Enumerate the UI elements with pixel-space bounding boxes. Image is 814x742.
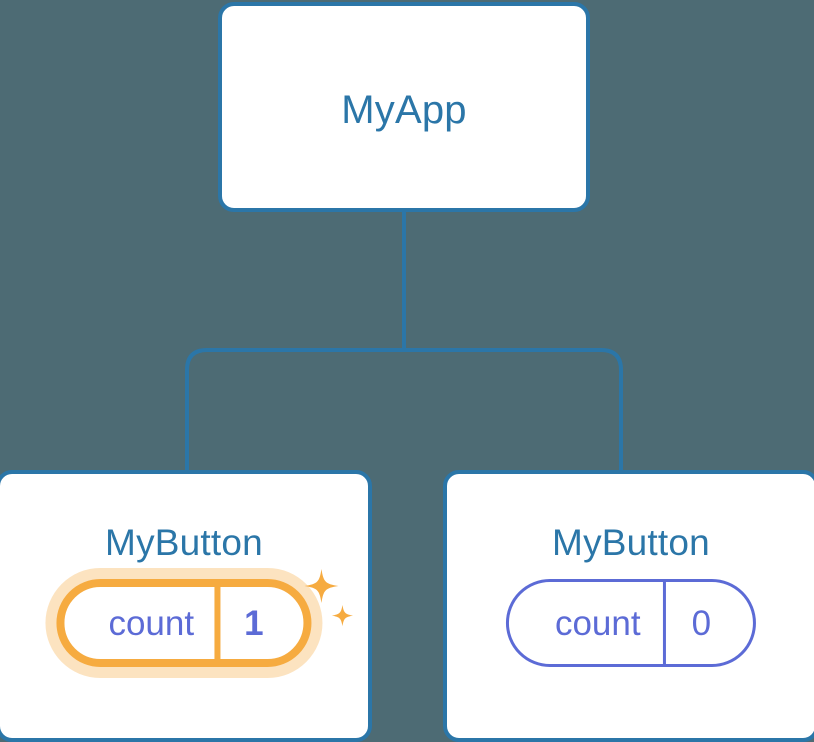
state-pill-left[interactable]: count 1 xyxy=(56,569,354,667)
node-card-myapp[interactable]: MyApp xyxy=(218,2,590,212)
state-value-left: 1 xyxy=(214,587,303,659)
state-key-left: count xyxy=(108,603,195,643)
state-pill-wrapper-left: count 1 xyxy=(56,569,354,667)
state-key-right: count xyxy=(554,603,641,643)
node-title-mybutton-left: MyButton xyxy=(105,522,263,563)
node-card-mybutton-right[interactable]: MyButton count 0 xyxy=(443,470,814,742)
state-pill-wrapper-right: count 0 xyxy=(505,579,757,667)
connector-children-bus xyxy=(185,348,623,470)
node-card-mybutton-left[interactable]: MyButton count 1 xyxy=(0,470,372,742)
node-title-myapp: MyApp xyxy=(341,88,467,132)
state-pill-right[interactable]: count 0 xyxy=(505,579,757,667)
node-title-mybutton-right: MyButton xyxy=(552,522,710,563)
sparkles-icon xyxy=(304,569,354,627)
state-value-right: 0 xyxy=(662,582,753,664)
